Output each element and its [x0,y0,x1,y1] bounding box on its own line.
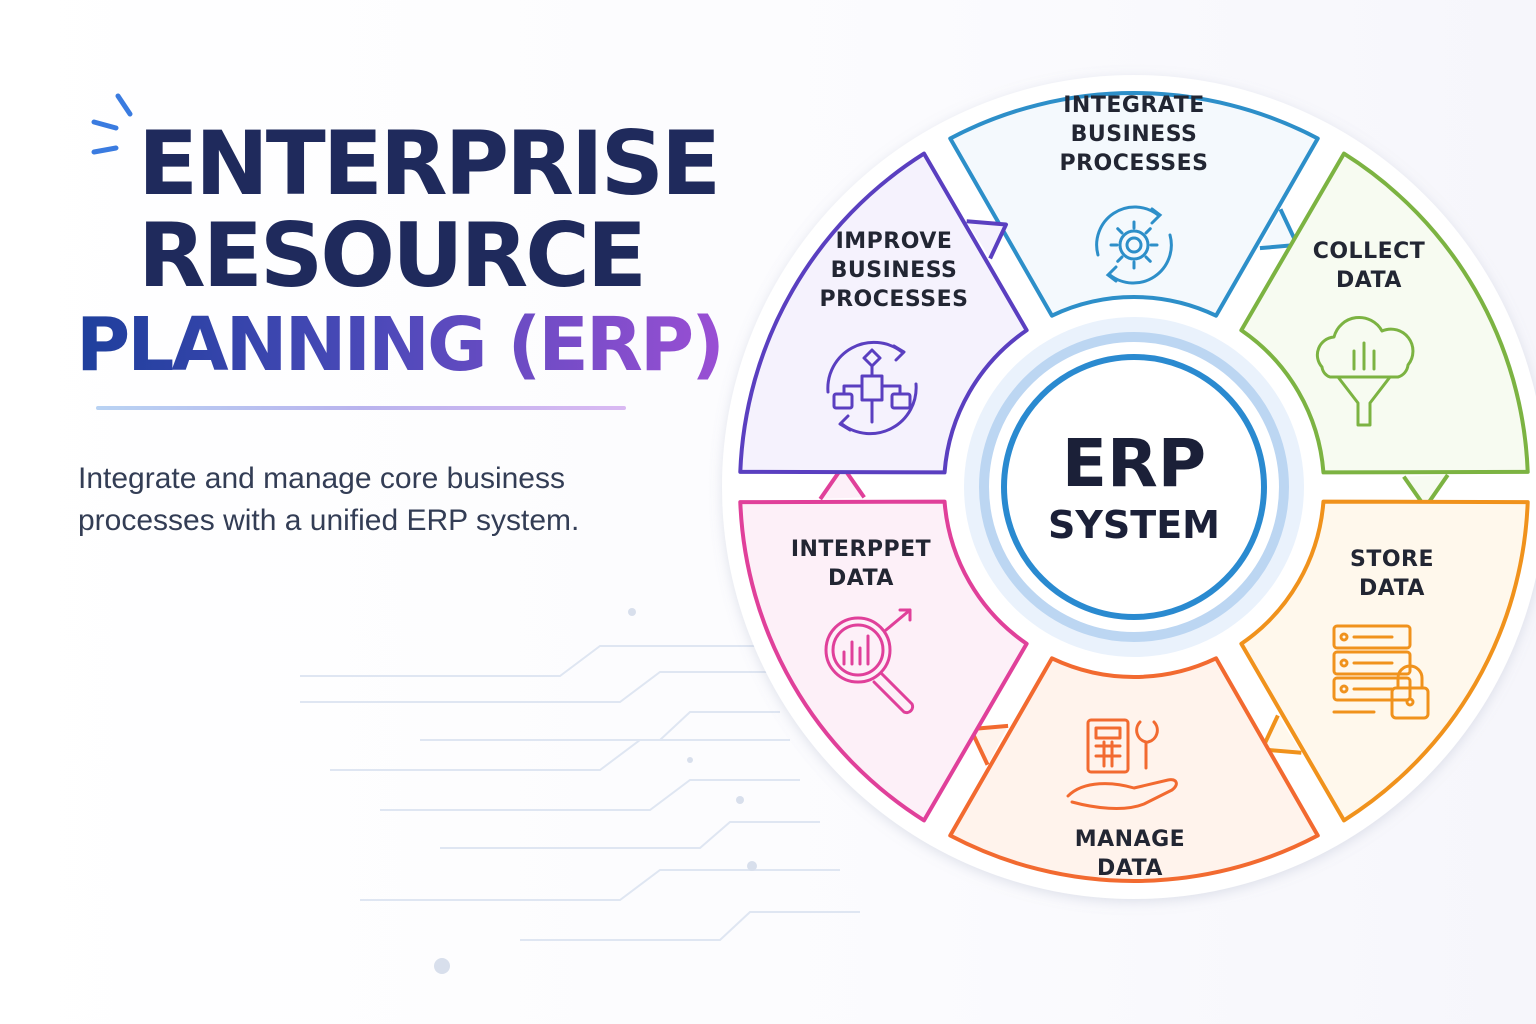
center-subtitle: SYSTEM [1048,503,1220,547]
segment-label-integrate-0: INTEGRATE [1063,93,1204,118]
title-line-planning: PLANNING (ERP) [76,302,725,388]
subtitle: Integrate and manage core business proce… [78,462,580,537]
spark-icon [91,93,133,155]
segment-interpret: INTERPPET DATA [738,464,1029,823]
segment-label-collect-0: COLLECT [1313,239,1426,264]
segment-label-integrate-1: BUSINESS [1071,122,1198,147]
magnifier-chart-icon [824,608,915,715]
segment-shape-store [1239,499,1530,823]
center-title: ERP [1062,425,1206,502]
segment-label-improve-0: IMPROVE [836,229,953,254]
center-inner-ring [1001,354,1267,620]
segment-improve: IMPROVE BUSINESS PROCESSES [738,151,1029,475]
segment-shape-collect [1239,151,1530,475]
flowchart-cycle-icon [826,340,918,436]
segment-label-interpret-1: DATA [828,566,894,591]
gear-cycle-icon [1095,205,1173,285]
segment-integrate: INTEGRATE BUSINESS PROCESSES [948,90,1320,318]
cloud-funnel-icon [1315,315,1415,427]
segment-label-store-1: DATA [1359,576,1425,601]
title-line-resource: RESOURCE [138,204,647,307]
segment-collect: COLLECT DATA [1239,151,1530,510]
hand-calculator-wrench-icon [1066,718,1178,810]
server-lock-icon [1332,624,1430,720]
segment-label-store-0: STORE [1350,547,1434,572]
segment-shape-interpret [738,499,1029,823]
page-title: ENTERPRISE RESOURCE PLANNING (ERP) [76,112,725,389]
segment-label-improve-1: BUSINESS [831,258,958,283]
segment-shape-improve [738,151,1029,475]
title-line-enterprise: ENTERPRISE [138,112,721,215]
segment-shape-integrate [948,90,1320,318]
segment-label-interpret-0: INTERPPET [791,537,931,562]
segment-label-improve-2: PROCESSES [819,287,968,312]
segment-arrow-improve [966,219,1008,260]
segment-label-integrate-2: PROCESSES [1059,151,1208,176]
segment-label-manage-0: MANAGE [1075,827,1185,852]
segment-label-manage-1: DATA [1097,856,1163,881]
title-underline [96,406,626,410]
segment-shape-manage [948,656,1320,884]
segment-store: STORE DATA [1239,499,1530,823]
segment-label-collect-1: DATA [1336,268,1402,293]
segment-manage: MANAGE DATA [948,656,1320,884]
